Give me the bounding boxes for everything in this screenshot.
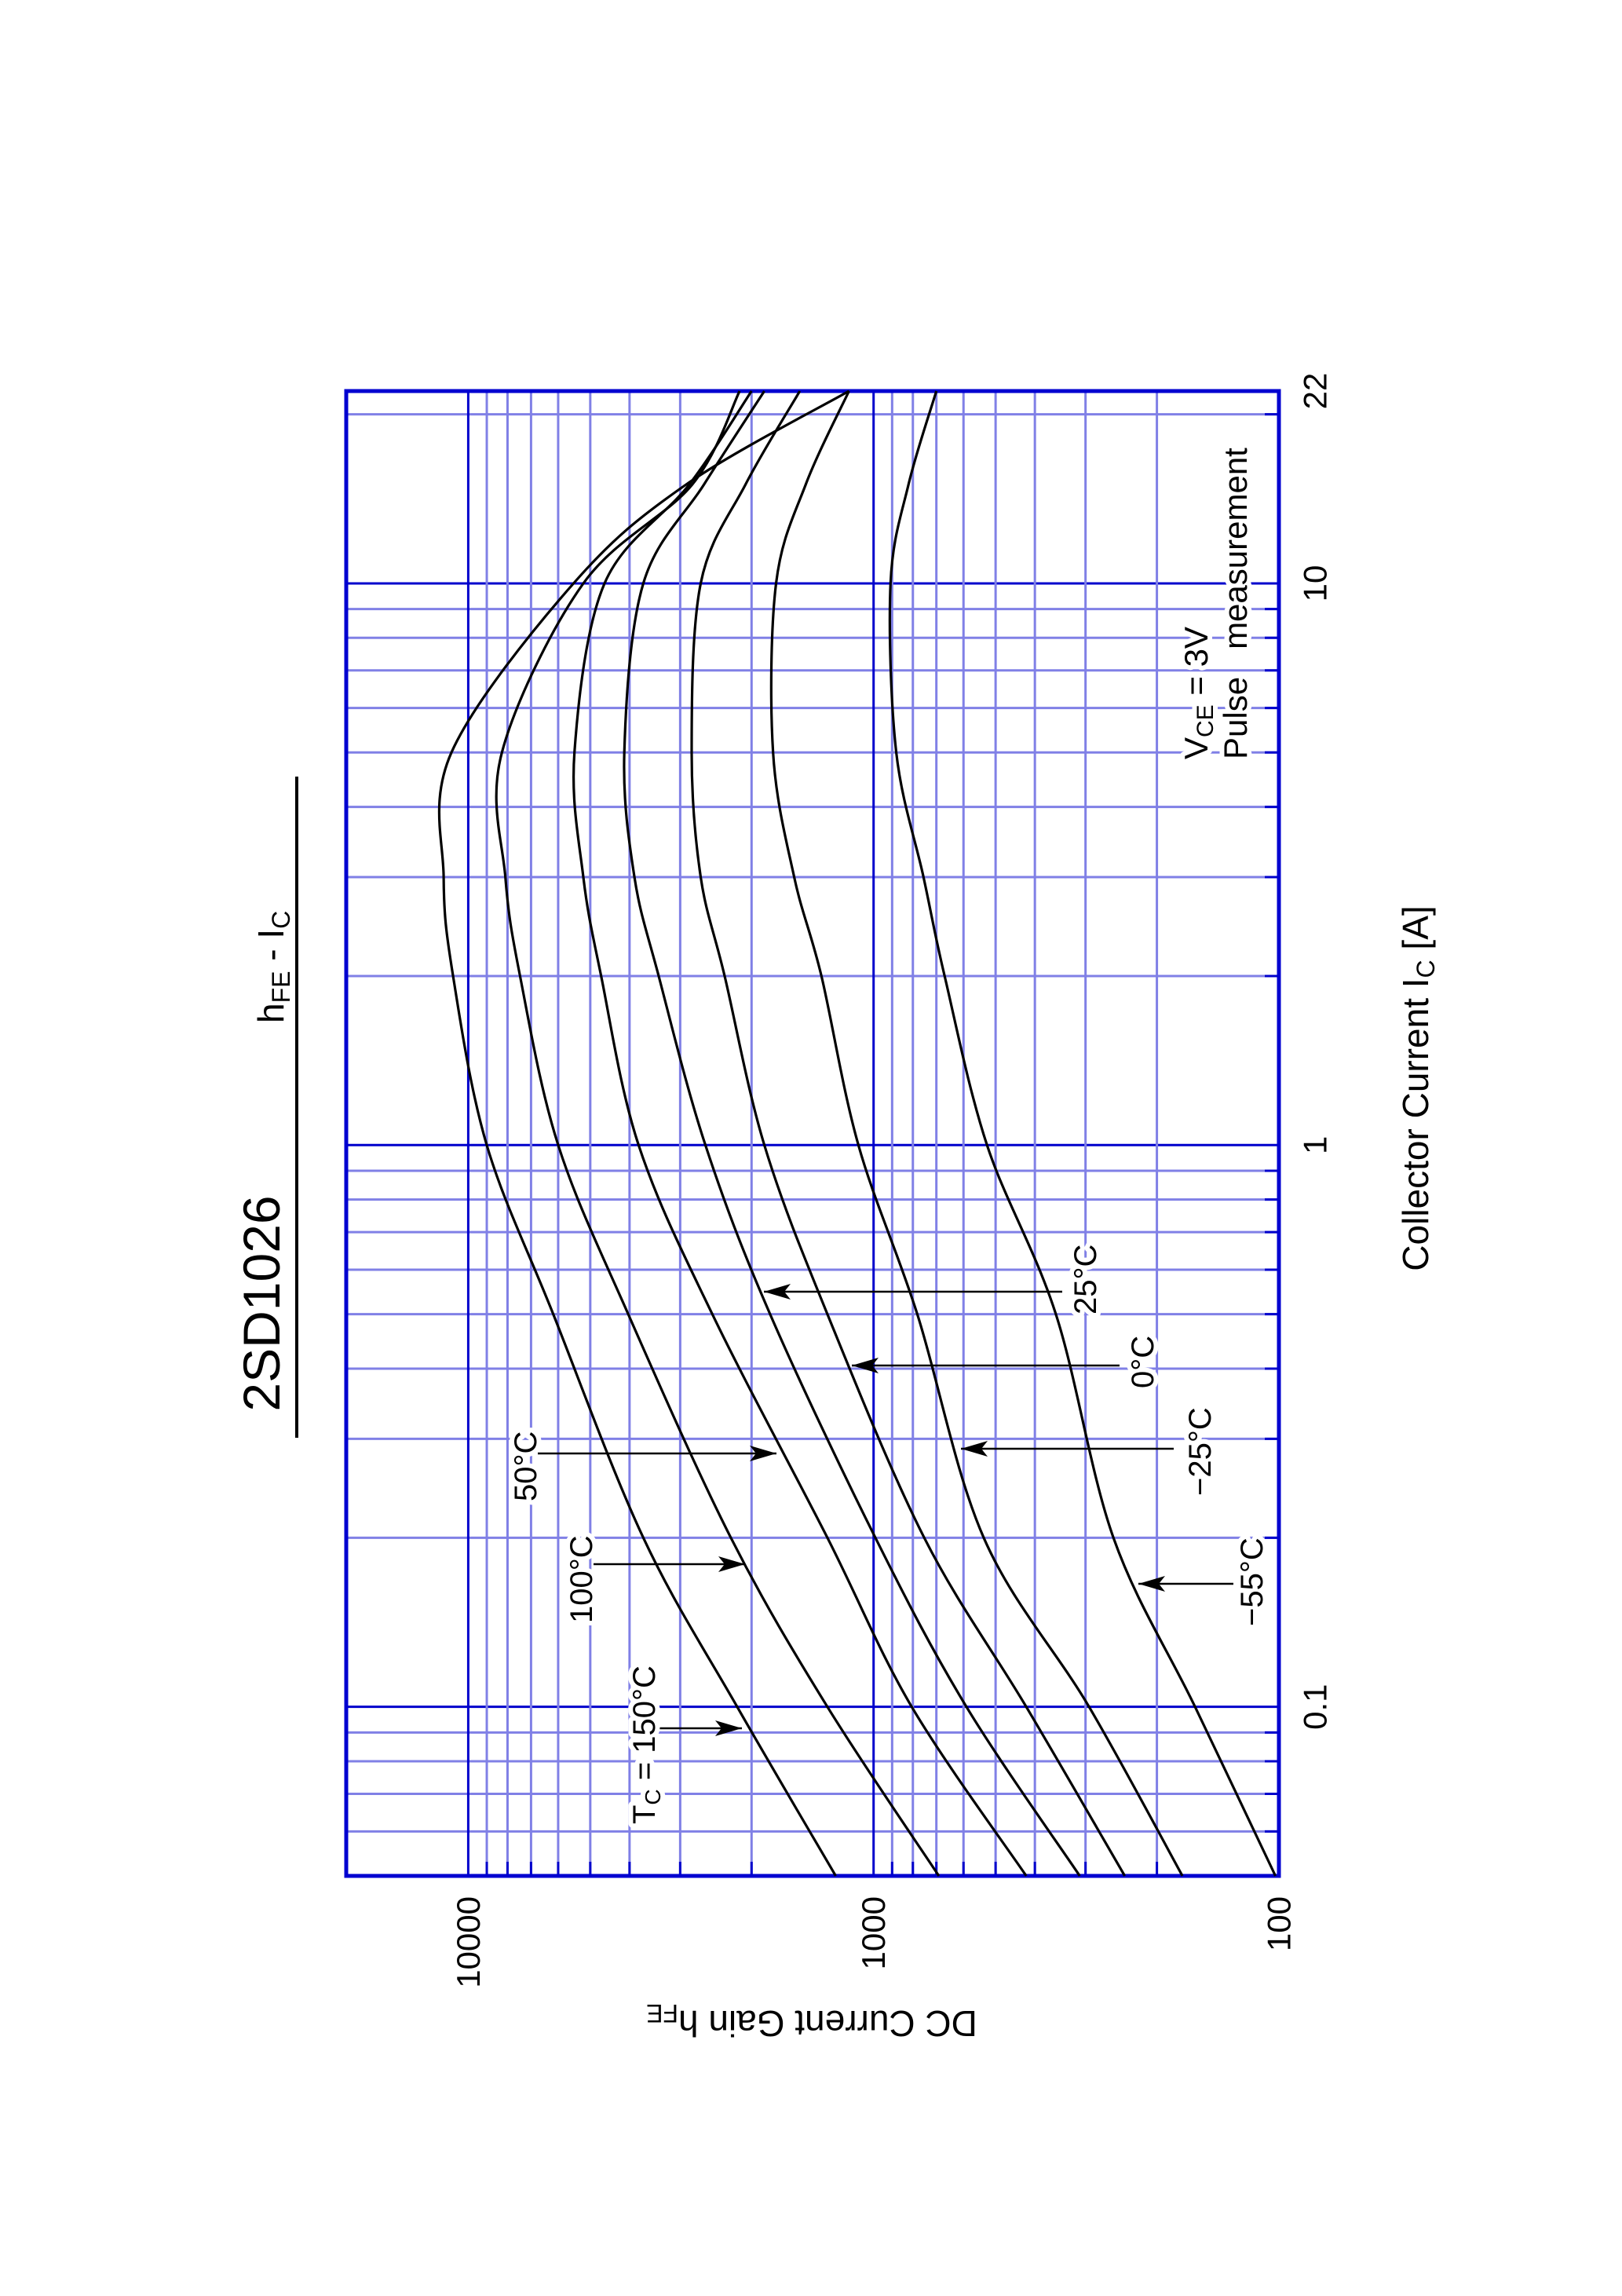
- series-label-3: 25°C: [1069, 1245, 1103, 1314]
- subtitle-h: h: [250, 1003, 291, 1023]
- series-label-4: 0°C: [1126, 1336, 1160, 1388]
- tick-labels: 0.1 1 10 22 100 1000 10000: [450, 373, 1334, 1988]
- series-label-t: T: [627, 1805, 662, 1824]
- series-label-temp: = 150°C: [627, 1665, 662, 1789]
- curve-series-6: [888, 390, 1277, 1877]
- y-tick-label: 10000: [450, 1896, 487, 1988]
- series-label-6: −55°C: [1235, 1537, 1269, 1626]
- subtitle-dash-i: - I: [250, 929, 291, 971]
- x-tick-label: 1: [1297, 1136, 1334, 1154]
- plot-frame: [344, 389, 1281, 1878]
- series-labels: TC = 150°C 100°C 50°C 25°C 0°C −25°C −55°C: [504, 1240, 1274, 1829]
- x-tick-label: 0.1: [1297, 1684, 1334, 1729]
- condition-annotation: VCE = 3V: [1178, 627, 1218, 759]
- condition-v: V: [1178, 737, 1215, 759]
- condition-value: = 3V: [1178, 627, 1215, 704]
- curve-series-3: [623, 390, 1081, 1877]
- chart-subtitle: hFE - IC: [250, 911, 295, 1023]
- xlabel-unit: [A]: [1395, 905, 1436, 960]
- x-axis-label: Collector Current IC [A]: [1395, 905, 1440, 1270]
- series-label-0: TC = 150°C: [627, 1665, 665, 1824]
- curve-series-5: [769, 390, 1184, 1877]
- ylabel-sub: FE: [646, 1999, 678, 2027]
- curve-series-0: [437, 389, 850, 1877]
- method-annotation: Pulse measurement: [1217, 448, 1254, 759]
- condition-sub-ce: CE: [1193, 704, 1218, 737]
- chart-title: 2SD1026: [232, 1195, 290, 1411]
- series-label-sub-c: C: [641, 1789, 665, 1804]
- xlabel-main: Collector Current I: [1395, 978, 1436, 1270]
- y-tick-label: 1000: [855, 1896, 892, 1969]
- curve-series-1: [495, 390, 941, 1877]
- y-axis-label: DC Current Gain hFE: [646, 1999, 977, 2044]
- x-tick-label: 22: [1297, 373, 1334, 410]
- series-label-5: −25°C: [1183, 1407, 1218, 1496]
- subtitle-sub-fe: FE: [267, 971, 295, 1004]
- grid: [346, 391, 1279, 1876]
- ylabel-main: DC Current Gain h: [678, 2003, 977, 2044]
- xlabel-sub: C: [1412, 960, 1440, 978]
- curves: [437, 389, 1277, 1877]
- series-label-1: 100°C: [564, 1535, 599, 1623]
- subtitle-sub-c: C: [267, 911, 295, 929]
- curve-series-2: [572, 390, 1028, 1877]
- y-tick-label: 100: [1261, 1896, 1298, 1951]
- x-tick-label: 10: [1297, 565, 1334, 602]
- series-label-2: 50°C: [509, 1431, 543, 1501]
- curve-series-4: [690, 390, 1127, 1877]
